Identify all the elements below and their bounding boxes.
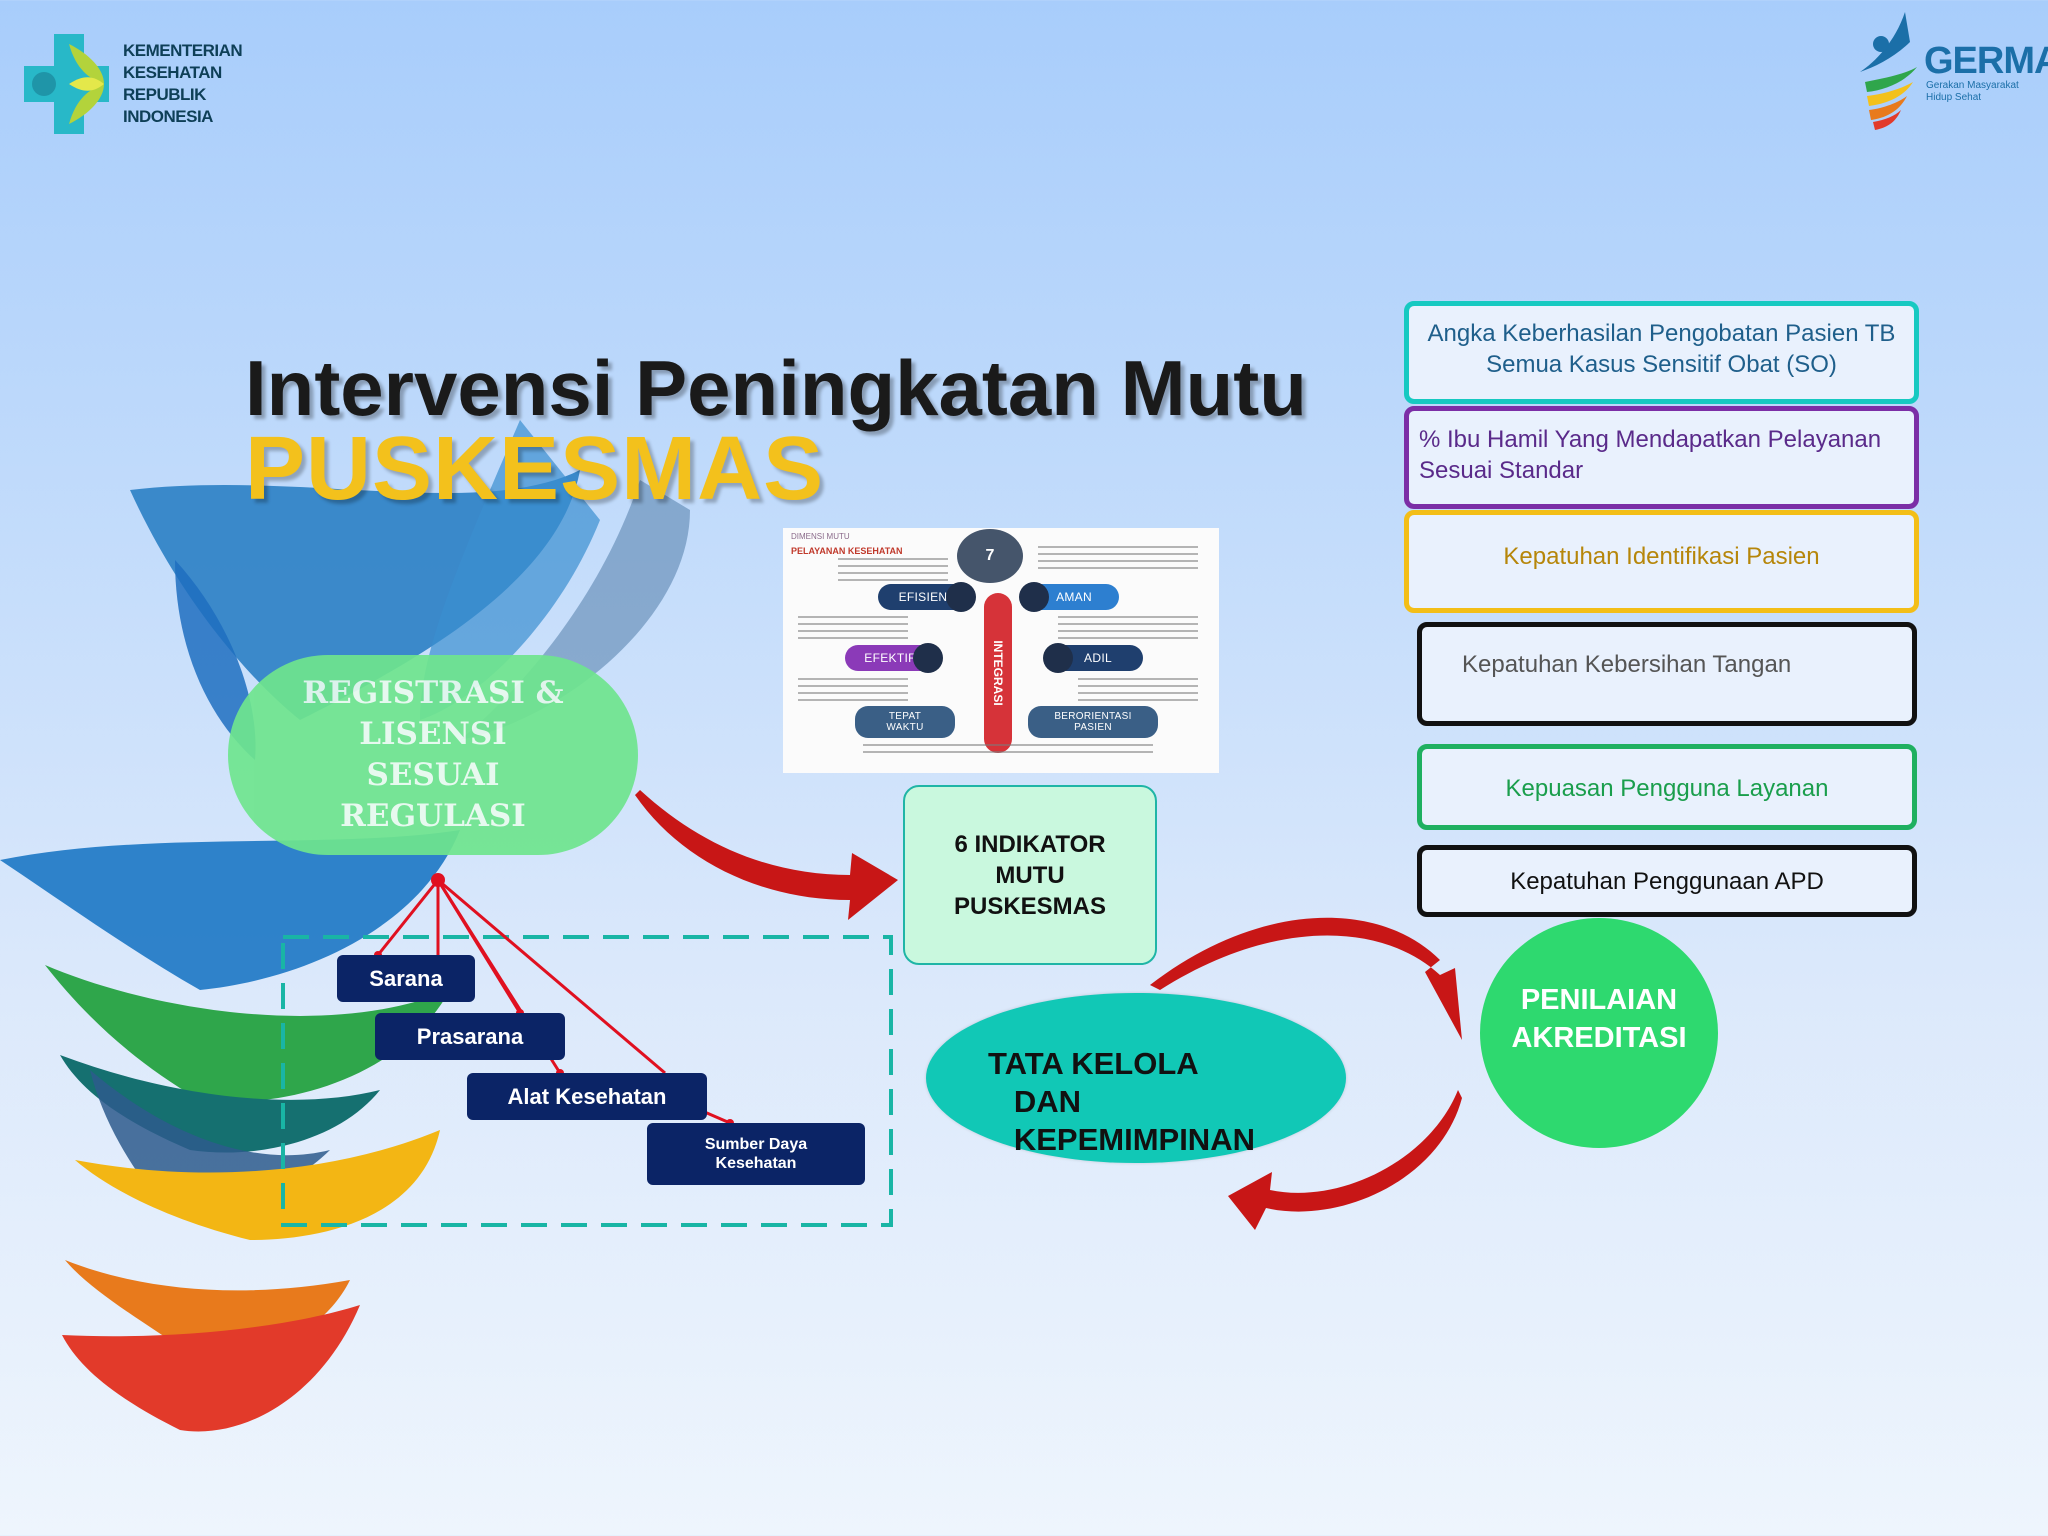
resource-sumber-daya: Sumber Daya Kesehatan (647, 1123, 865, 1185)
page-subtitle: PUSKESMAS (245, 419, 825, 519)
indicator-kebersihan-tangan: Kepatuhan Kebersihan Tangan (1417, 622, 1917, 726)
indicator-tb: Angka Keberhasilan Pengobatan Pasien TB … (1404, 301, 1919, 404)
indicator-identifikasi-pasien: Kepatuhan Identifikasi Pasien (1404, 510, 1919, 613)
dimensi-mutu-image: DIMENSI MUTU PELAYANAN KESEHATAN 7 INTEG… (783, 528, 1219, 773)
kemkes-logo-icon (24, 34, 109, 134)
dimensi-header: DIMENSI MUTU (791, 532, 850, 541)
indikator-mutu-label: 6 INDIKATOR MUTU PUSKESMAS (953, 830, 1107, 920)
pill-berorientasi-pasien: BERORIENTASI PASIEN (1028, 706, 1158, 738)
resource-prasarana: Prasarana (375, 1013, 565, 1060)
germas-logo-icon (1860, 12, 1917, 130)
tata-kelola-node: TATA KELOLA DAN KEPEMIMPINAN (926, 993, 1346, 1163)
germas-tagline: Gerakan Masyarakat Hidup Sehat (1926, 80, 2019, 103)
dimensi-badge: 7 (957, 529, 1023, 583)
registrasi-label: REGISTRASI & LISENSI SESUAI REGULASI (302, 675, 564, 834)
indicator-ibu-hamil: % Ibu Hamil Yang Mendapatkan Pelayanan S… (1404, 406, 1919, 509)
indikator-mutu-node: 6 INDIKATOR MUTU PUSKESMAS (903, 785, 1157, 965)
penilaian-label: PENILAIAN AKREDITASI (1511, 984, 1687, 1054)
pill-tepat-waktu: TEPAT WAKTU (855, 706, 955, 738)
kemkes-logo-text: KEMENTERIAN KESEHATAN REPUBLIK INDONESIA (123, 41, 243, 126)
penilaian-akreditasi-node: PENILAIAN AKREDITASI (1480, 918, 1718, 1148)
dimensi-subheader: PELAYANAN KESEHATAN (791, 546, 903, 556)
registrasi-node: REGISTRASI & LISENSI SESUAI REGULASI (228, 655, 638, 855)
indicator-apd: Kepatuhan Penggunaan APD (1417, 845, 1917, 917)
tata-kelola-label: TATA KELOLA DAN KEPEMIMPINAN (988, 1046, 1255, 1157)
integrasi-bar: INTEGRASI (984, 593, 1012, 753)
resource-sarana: Sarana (337, 955, 475, 1002)
page-title: Intervensi Peningkatan Mutu (245, 344, 1307, 432)
germas-logo-text: GERMAS (1924, 40, 2048, 82)
indicator-kepuasan: Kepuasan Pengguna Layanan (1417, 744, 1917, 830)
resource-alat-kesehatan: Alat Kesehatan (467, 1073, 707, 1120)
swoosh-decoration (0, 420, 690, 1432)
